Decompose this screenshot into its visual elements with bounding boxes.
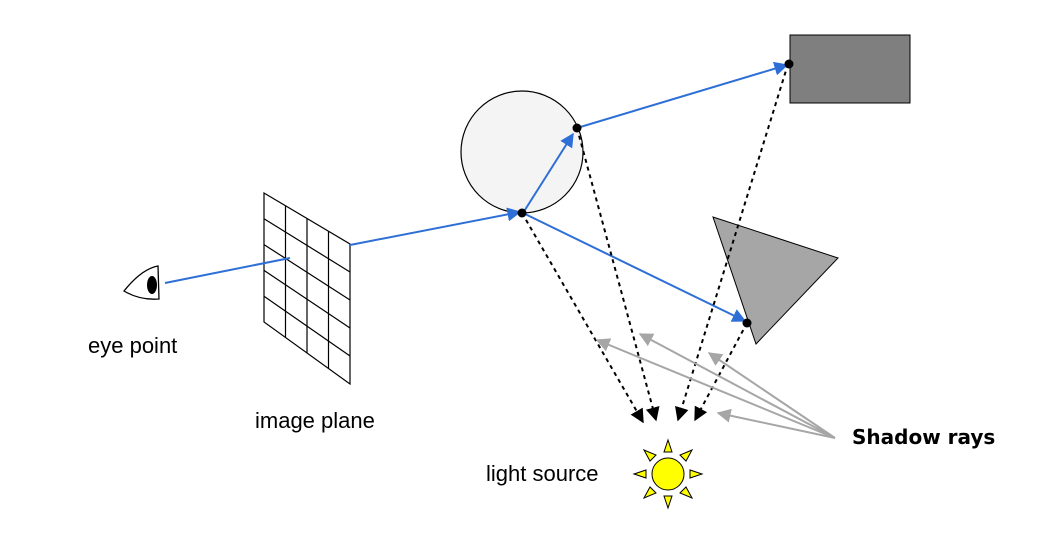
intersection-points [517, 59, 794, 328]
triangle-object [712, 216, 839, 345]
sphere [460, 90, 584, 214]
shadow-rays-pointers [595, 333, 836, 439]
ray-plane-to-sphere [349, 207, 522, 246]
image-plane-grid [263, 191, 351, 386]
primary-rays [164, 61, 789, 322]
image-plane-label: image plane [255, 408, 375, 433]
rectangle-object [789, 34, 911, 104]
light-source-label: light source [486, 461, 599, 486]
shadow-rays-label: Shadow rays [852, 425, 996, 449]
ray-to-rectangle [576, 61, 789, 129]
sun-icon [632, 438, 704, 510]
ray-to-triangle [522, 212, 747, 322]
ray-eye-to-plane [164, 257, 291, 284]
ray-reflect-inside-sphere [522, 132, 574, 214]
eye-icon [123, 265, 160, 300]
dotted-shadow-rays [521, 63, 789, 424]
eye-point-label: eye point [88, 333, 178, 358]
